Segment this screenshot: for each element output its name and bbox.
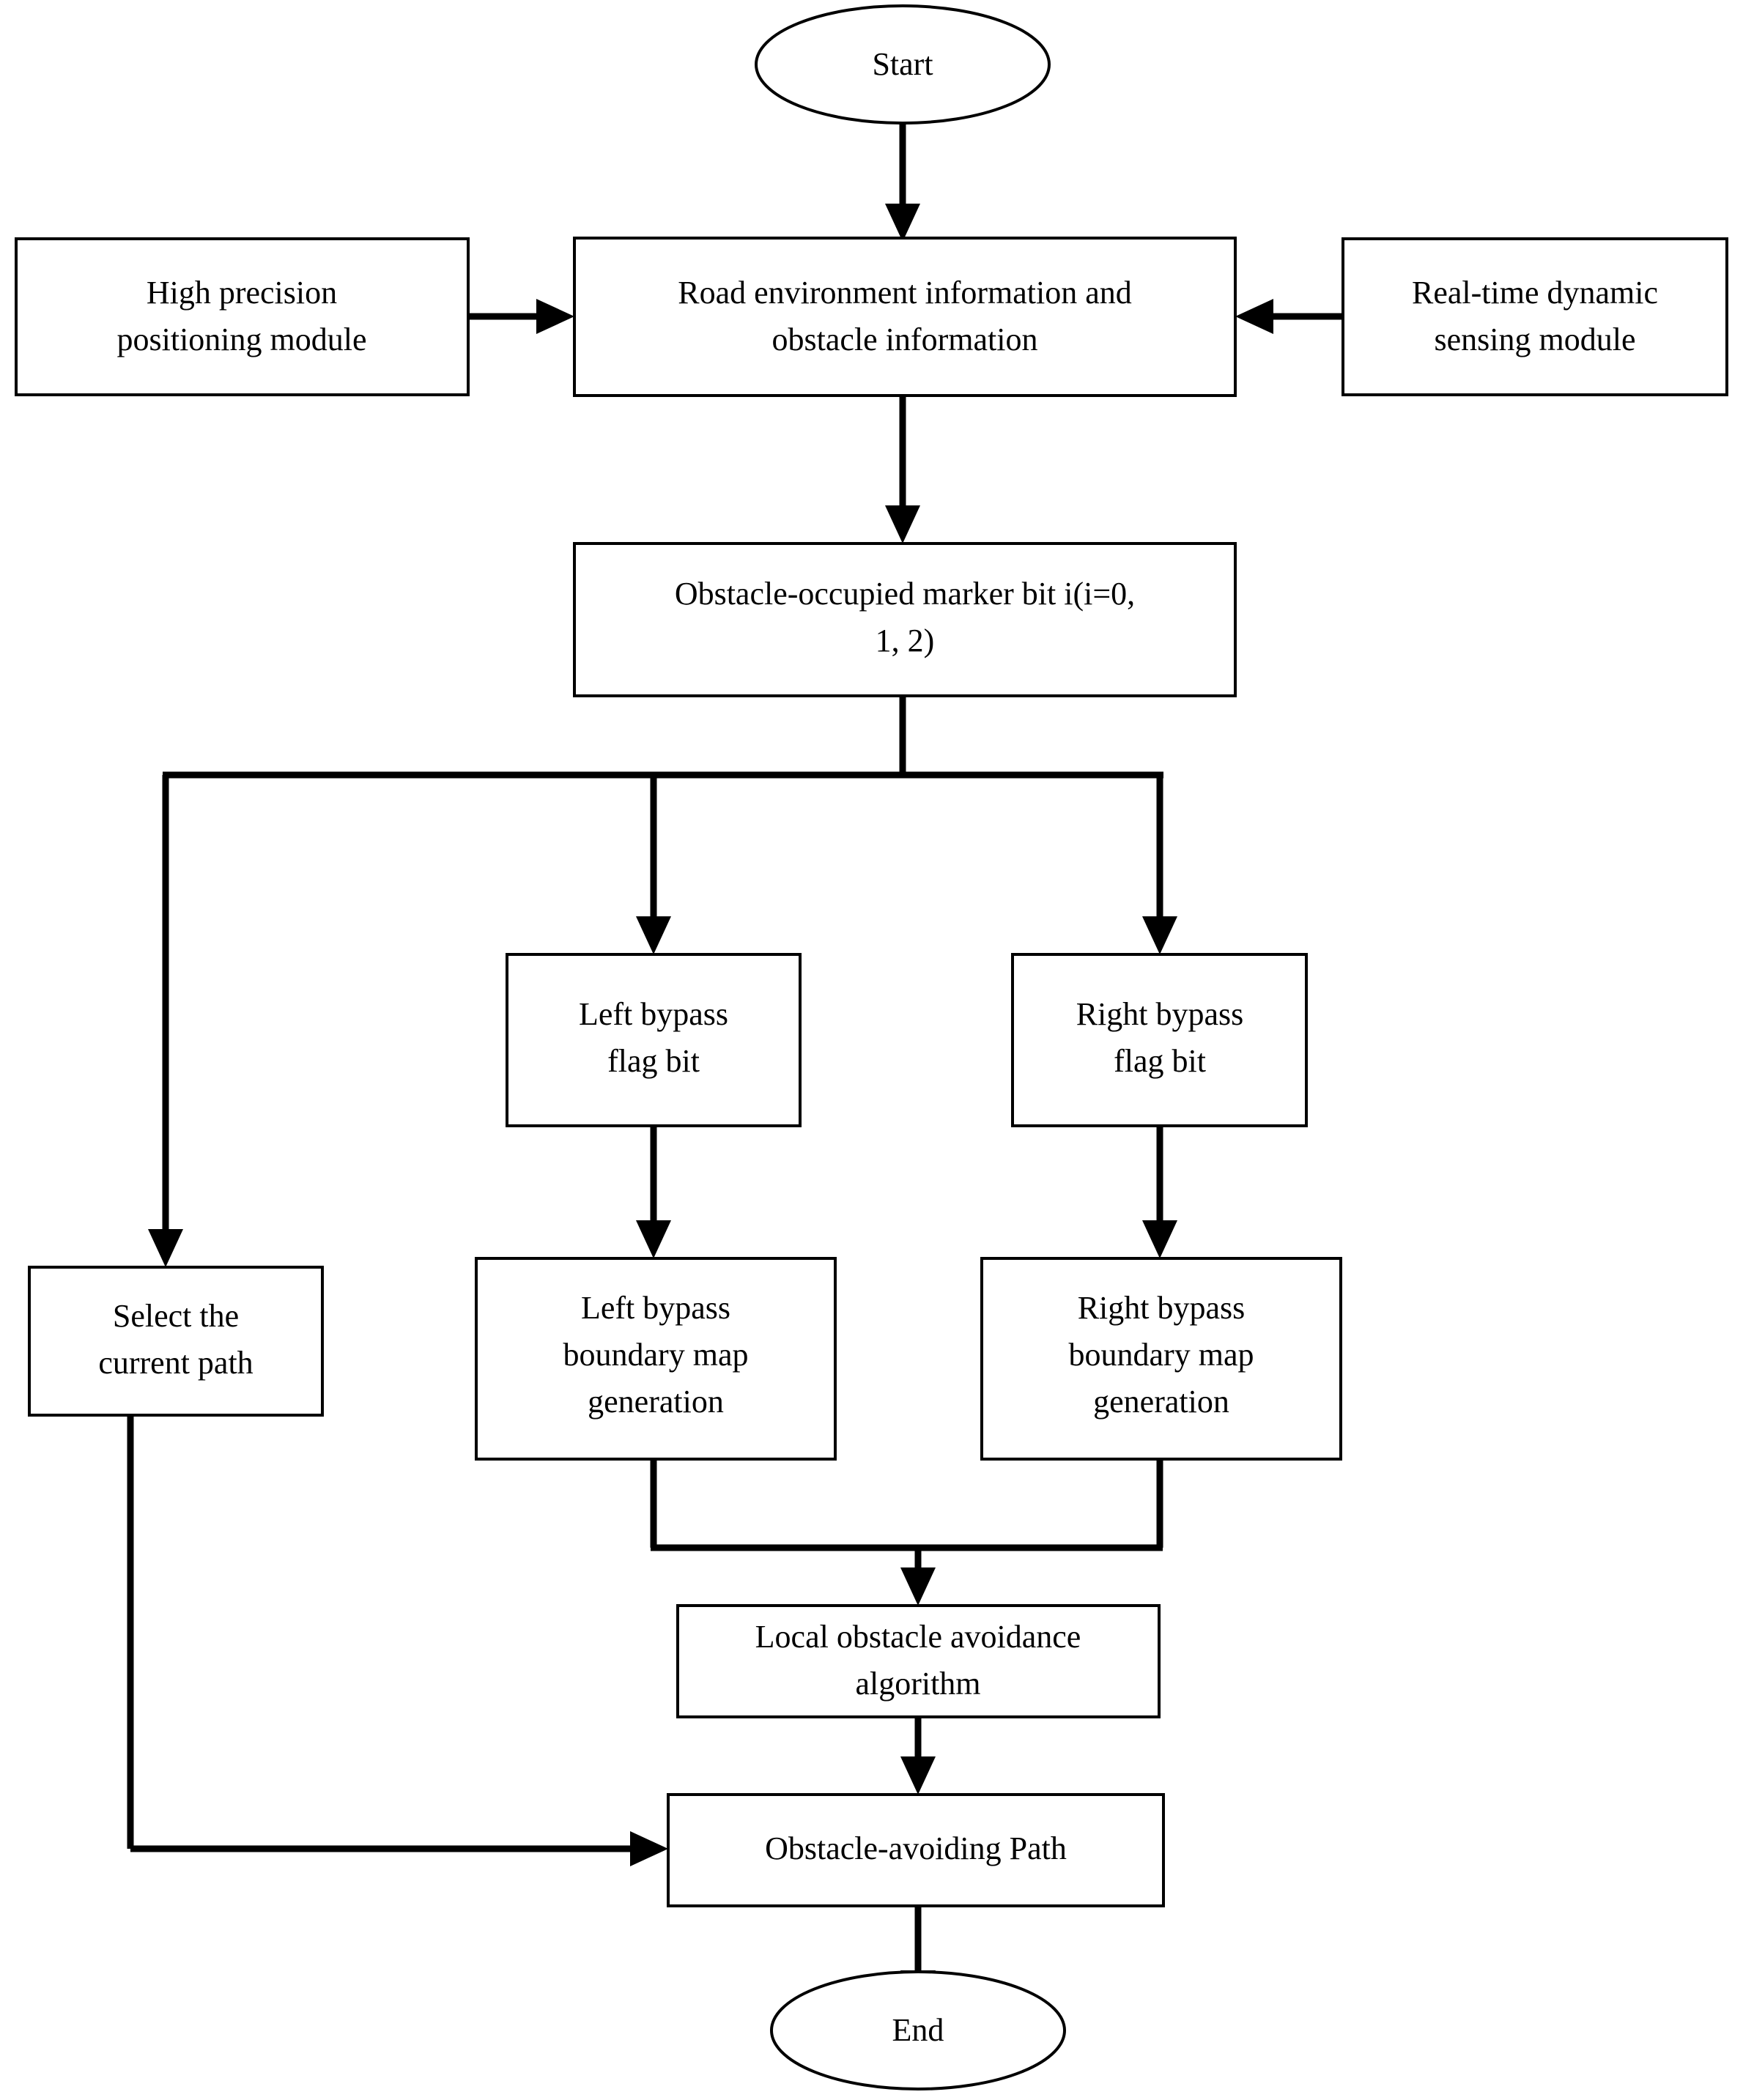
- end-ellipse: [770, 1970, 1066, 2090]
- high-precision-label-line2: positioning module: [117, 322, 367, 357]
- high-precision-label-line1: High precision: [147, 275, 337, 311]
- node-right-bypass-boundary-map-generation[interactable]: Right bypass boundary map generation: [980, 1257, 1342, 1461]
- edge-left-flag-to-left-boundary: [636, 1126, 671, 1258]
- node-left-bypass-flag-bit[interactable]: Left bypass flag bit: [506, 953, 802, 1127]
- realtime-sensing-label-line2: sensing module: [1435, 322, 1636, 357]
- start-ellipse: [755, 4, 1051, 125]
- road-env-label-line1: Road environment information and: [678, 275, 1132, 311]
- node-high-precision-positioning-module[interactable]: High precision positioning module: [15, 237, 470, 396]
- node-local-obstacle-avoidance-algorithm[interactable]: Local obstacle avoidance algorithm: [676, 1604, 1161, 1718]
- road-env-label-line2: obstacle information: [772, 322, 1038, 357]
- node-right-bypass-flag-bit[interactable]: Right bypass flag bit: [1011, 953, 1308, 1127]
- edge-highprecision-to-road-env: [468, 299, 574, 334]
- left-flag-label-line2: flag bit: [607, 1043, 700, 1079]
- edge-marker-bit-to-branch-bar: [163, 696, 1163, 779]
- edge-select-current-to-avoiding-path: [127, 1415, 668, 1866]
- left-boundary-label-line3: generation: [588, 1384, 724, 1420]
- right-flag-box: [1011, 953, 1308, 1127]
- local-algorithm-label-line2: algorithm: [855, 1666, 980, 1702]
- node-obstacle-occupied-marker-bit[interactable]: Obstacle-occupied marker bit i(i=0, 1, 2…: [573, 542, 1237, 697]
- edge-realtime-to-road-env: [1235, 299, 1343, 334]
- marker-bit-label-line1: Obstacle-occupied marker bit i(i=0,: [675, 576, 1135, 612]
- edge-road-env-to-marker-bit: [885, 396, 920, 543]
- node-start[interactable]: Start: [755, 4, 1051, 125]
- edge-right-flag-to-right-boundary: [1142, 1126, 1177, 1258]
- right-boundary-label-line2: boundary map: [1069, 1337, 1254, 1373]
- left-boundary-label-line2: boundary map: [563, 1337, 749, 1373]
- select-current-box: [28, 1266, 324, 1417]
- edge-boundaries-merge-to-local-algorithm: [650, 1459, 1163, 1606]
- left-flag-box: [506, 953, 802, 1127]
- edge-local-algorithm-to-avoiding-path: [900, 1717, 936, 1795]
- right-boundary-box: [980, 1257, 1342, 1461]
- right-flag-label-line1: Right bypass: [1076, 996, 1244, 1032]
- node-obstacle-avoiding-path[interactable]: Obstacle-avoiding Path: [667, 1793, 1165, 1907]
- road-env-box: [573, 237, 1237, 397]
- select-current-label-line2: current path: [98, 1345, 253, 1381]
- left-boundary-box: [475, 1257, 837, 1461]
- edge-branch-to-select-current: [148, 775, 183, 1267]
- realtime-sensing-box: [1342, 237, 1728, 396]
- node-road-environment-information[interactable]: Road environment information and obstacl…: [573, 237, 1237, 397]
- select-current-label-line1: Select the: [113, 1298, 239, 1334]
- start-label: Start: [872, 46, 933, 82]
- end-label: End: [892, 2012, 944, 2048]
- avoiding-path-box: [667, 1793, 1165, 1907]
- left-flag-label-line1: Left bypass: [579, 996, 728, 1032]
- local-algorithm-box: [676, 1604, 1161, 1718]
- right-boundary-label-line1: Right bypass: [1078, 1290, 1246, 1326]
- node-left-bypass-boundary-map-generation[interactable]: Left bypass boundary map generation: [475, 1257, 837, 1461]
- marker-bit-box: [573, 542, 1237, 697]
- realtime-sensing-label-line1: Real-time dynamic: [1412, 275, 1658, 311]
- high-precision-box: [15, 237, 470, 396]
- right-flag-label-line2: flag bit: [1114, 1043, 1206, 1079]
- left-boundary-label-line1: Left bypass: [581, 1290, 730, 1326]
- node-realtime-dynamic-sensing-module[interactable]: Real-time dynamic sensing module: [1342, 237, 1728, 396]
- local-algorithm-label-line1: Local obstacle avoidance: [755, 1619, 1081, 1655]
- right-boundary-label-line3: generation: [1093, 1384, 1229, 1420]
- avoiding-path-label: Obstacle-avoiding Path: [765, 1830, 1067, 1866]
- marker-bit-label-line2: 1, 2): [876, 623, 935, 658]
- edge-branch-to-right-flag: [1142, 775, 1177, 954]
- node-select-the-current-path[interactable]: Select the current path: [28, 1266, 324, 1417]
- edge-branch-to-left-flag: [636, 775, 671, 954]
- node-end[interactable]: End: [770, 1970, 1066, 2090]
